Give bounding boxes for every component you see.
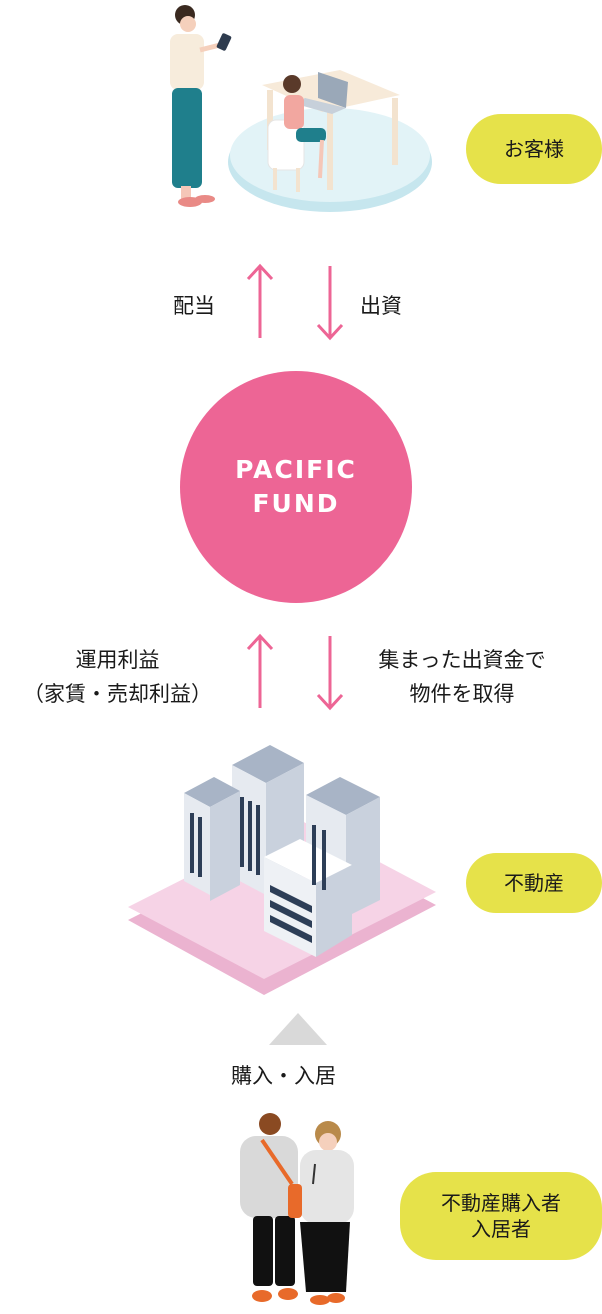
- up-arrow-icon: [246, 633, 274, 708]
- pacific-fund-label: PACIFIC FUND: [235, 455, 357, 518]
- residents-label-pill: 不動産購入者 入居者: [400, 1172, 602, 1260]
- pacific-fund-node: PACIFIC FUND: [180, 371, 412, 603]
- customer-label-pill: お客様: [466, 114, 602, 184]
- up-arrow-icon: [246, 263, 274, 338]
- residents-illustration-icon: [240, 1113, 354, 1305]
- purchase-label: 購入・入居: [231, 1064, 336, 1088]
- acquire-label: 集まった出資金で 物件を取得: [378, 648, 546, 706]
- down-arrow-icon: [316, 636, 344, 711]
- building-illustration-icon: [128, 745, 436, 995]
- triangle-up-icon: [269, 1013, 327, 1045]
- down-arrow-icon: [316, 266, 344, 341]
- dividend-label: 配当: [173, 294, 215, 318]
- profit-label: 運用利益 （家賃・売却利益）: [23, 648, 212, 706]
- investment-label: 出資: [360, 294, 402, 318]
- customer-illustration-icon: [170, 5, 432, 212]
- real-estate-label-pill: 不動産: [466, 853, 602, 913]
